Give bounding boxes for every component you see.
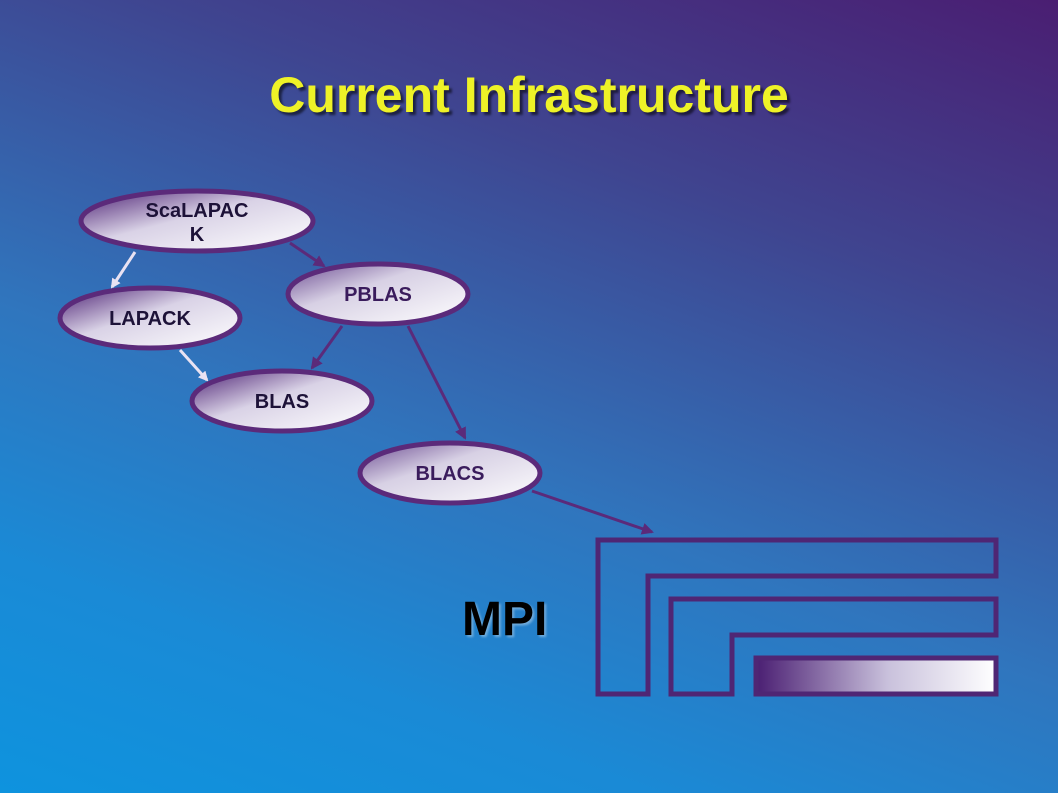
node-scalapack: ScaLAPAC K [78, 188, 316, 254]
edge-pblas-blacs [406, 325, 467, 440]
mpi-outer-frame [595, 537, 999, 697]
node-blas-label: BLAS [255, 391, 309, 413]
node-blas: BLAS [189, 368, 375, 434]
node-scalapack-label-line2: K [190, 224, 205, 246]
node-pblas-label: PBLAS [344, 284, 412, 306]
mpi-label: MPI [462, 593, 548, 646]
edge-lapack-blas [178, 348, 209, 382]
slide-title: Current Infrastructure [269, 67, 789, 123]
node-blacs: BLACS [357, 440, 543, 506]
mpi-inner-bar [753, 655, 999, 697]
edge-scalapack-pblas [289, 241, 326, 268]
node-pblas: PBLAS [285, 261, 471, 327]
edge-scalapack-lapack [110, 251, 137, 289]
mpi-middle-frame [668, 596, 999, 697]
edge-pblas-blas [310, 325, 344, 370]
mpi-block [595, 537, 999, 697]
node-blacs-label: BLACS [416, 463, 485, 485]
edge-blacs-mpi [531, 489, 654, 535]
node-lapack-label: LAPACK [109, 308, 191, 330]
node-scalapack-label-line1: ScaLAPAC [146, 200, 249, 222]
node-lapack: LAPACK [57, 285, 243, 351]
